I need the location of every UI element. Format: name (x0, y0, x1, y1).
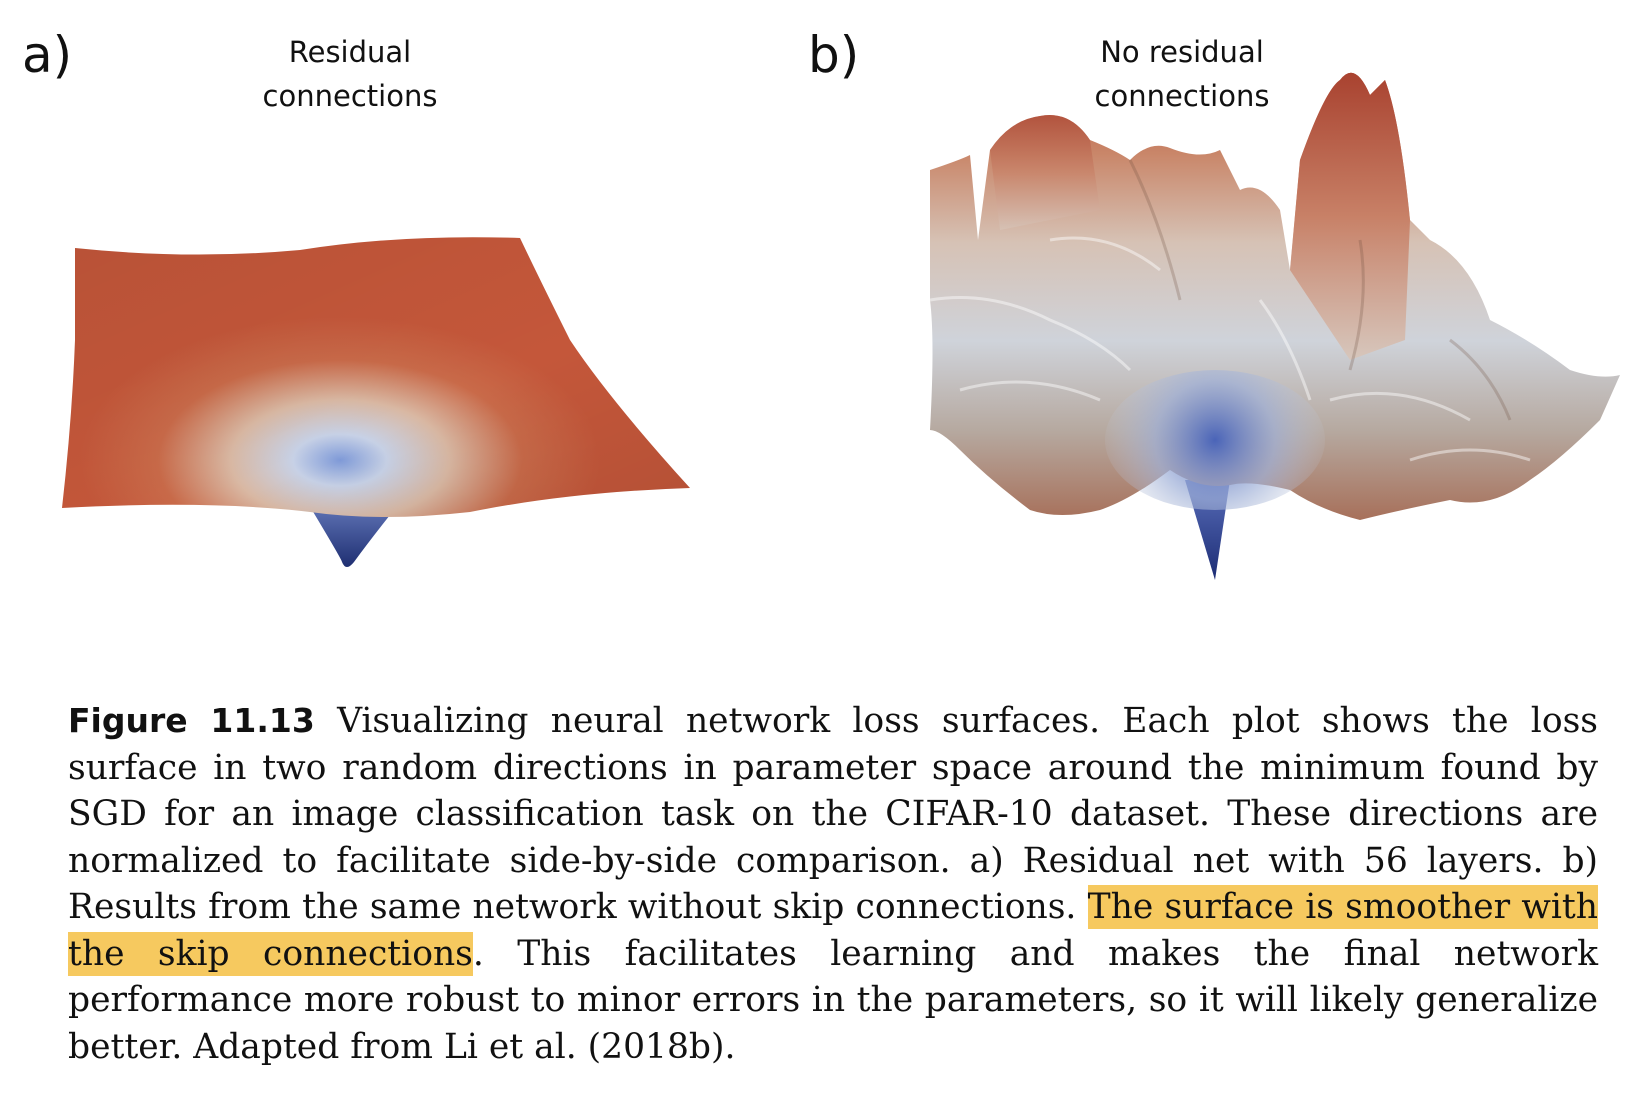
caption-text-part-2: . This facilitates learning and makes th… (68, 933, 1599, 1067)
figure-label: Figure 11.13 (68, 701, 315, 740)
panel-b-title: No residual connections (1094, 35, 1270, 113)
panel-b-letter: b) (808, 26, 860, 84)
panel-a-title: Residual connections (262, 35, 438, 113)
panel-a-letter: a) (22, 26, 73, 84)
figure-caption: Figure 11.13 Visualizing neural network … (68, 698, 1598, 1070)
smooth-loss-surface-image (62, 237, 690, 567)
caption-text-part-1: Visualizing neural network loss surfaces… (68, 701, 1599, 927)
rugged-loss-surface-image (930, 72, 1620, 580)
